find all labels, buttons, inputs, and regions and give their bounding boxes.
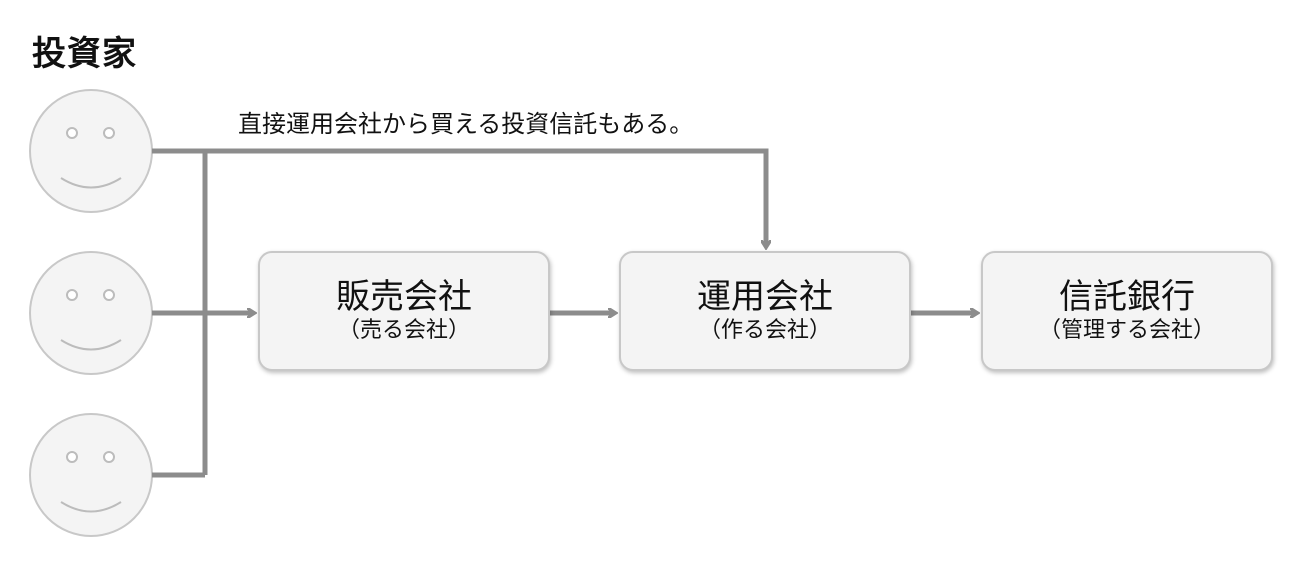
sales-company-description: （売る会社）	[337, 318, 470, 343]
smiley-face-icon	[29, 89, 153, 213]
sales-company-label: 販売会社	[336, 277, 472, 317]
smiley-face-icon	[29, 413, 153, 537]
management-company-box: 運用会社 （作る会社）	[619, 251, 911, 371]
management-company-description: （作る会社）	[698, 318, 831, 343]
arrow-direct-to-management	[205, 148, 766, 247]
smiley-face-icon	[29, 251, 153, 375]
trust-bank-box: 信託銀行 （管理する会社）	[981, 251, 1273, 371]
trust-bank-label: 信託銀行	[1059, 277, 1195, 317]
sales-company-box: 販売会社 （売る会社）	[258, 251, 550, 371]
direct-purchase-note: 直接運用会社から買える投資信託もある。	[238, 110, 694, 138]
management-company-label: 運用会社	[697, 277, 833, 317]
investor-connector	[152, 148, 208, 478]
trust-bank-description: （管理する会社）	[1038, 318, 1215, 343]
investor-title: 投資家	[32, 34, 137, 74]
